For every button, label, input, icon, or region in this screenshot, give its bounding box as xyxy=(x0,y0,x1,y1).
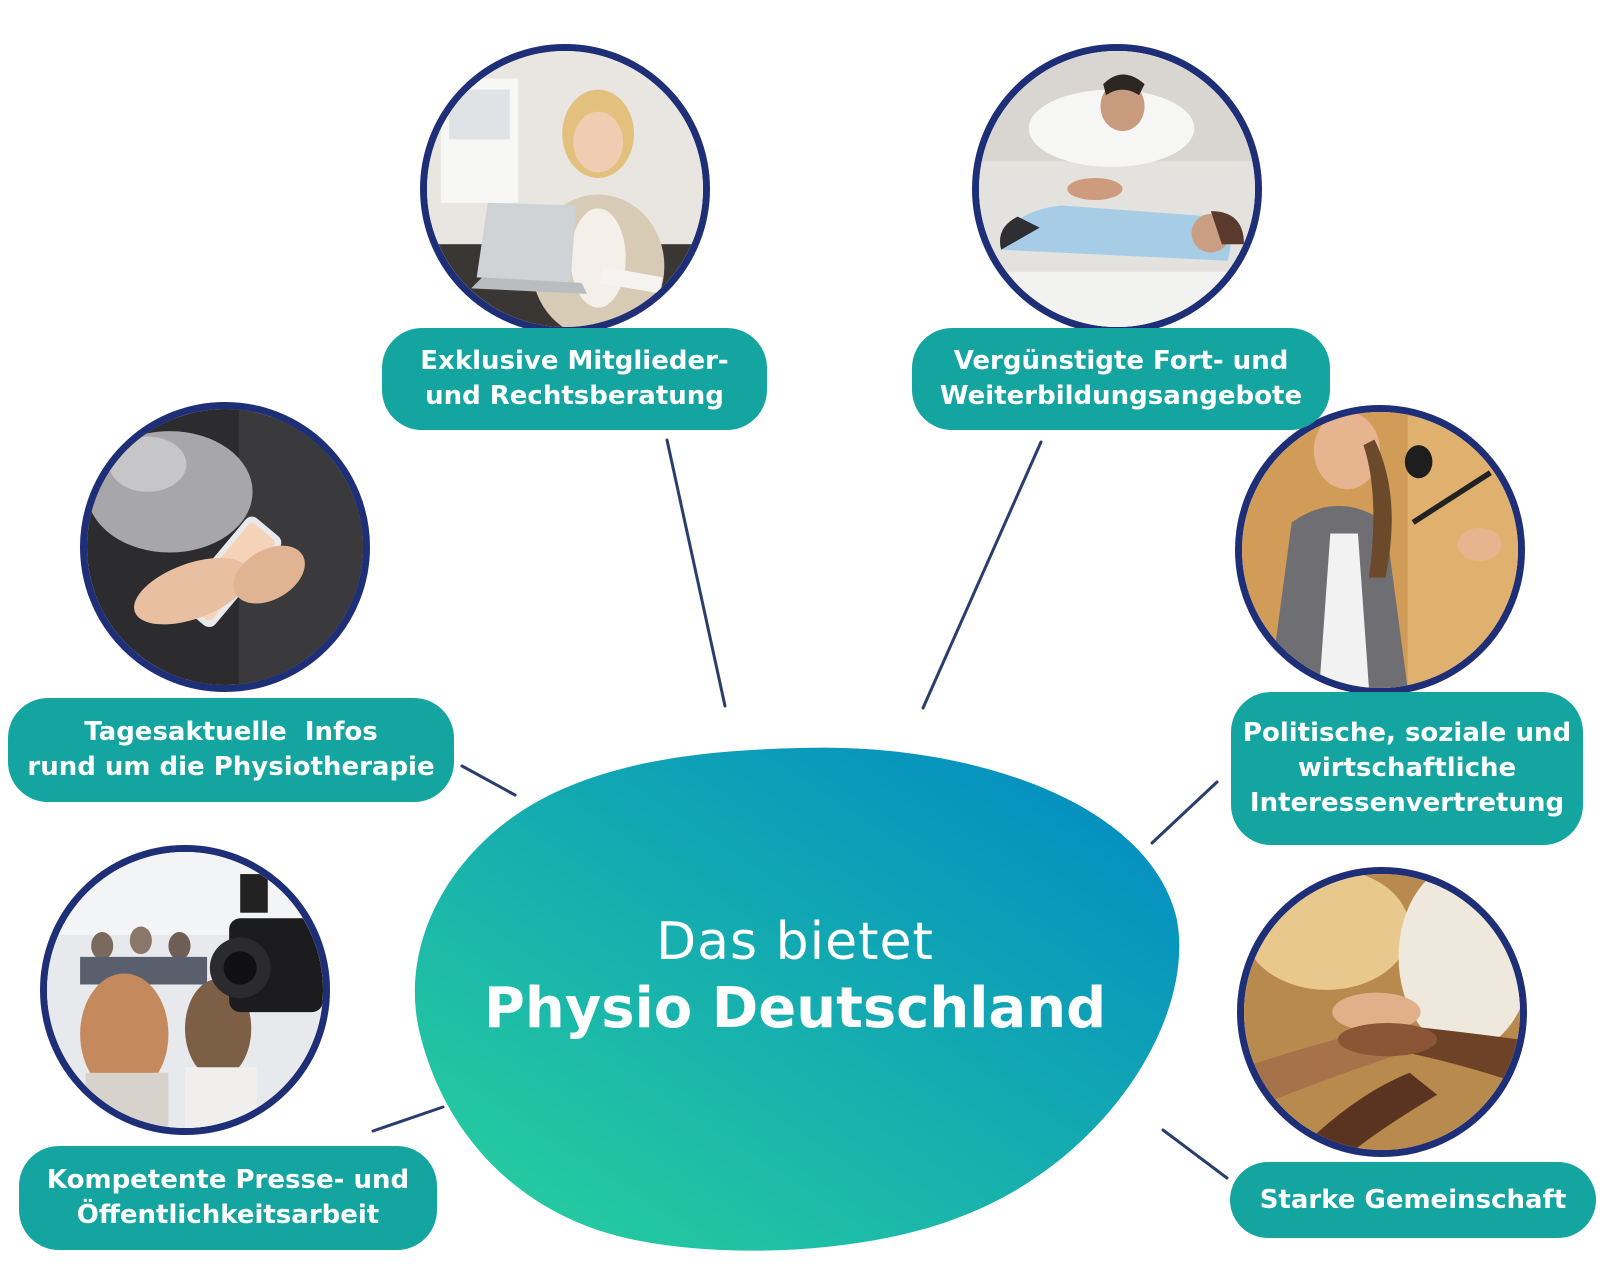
woman-on-phone-at-laptop-photo xyxy=(420,44,710,334)
feature-pill-interessenvertretung: Politische, soziale und wirtschaftliche … xyxy=(1231,692,1583,845)
hands-holding-smartphone-photo xyxy=(80,402,370,692)
feature-pill-infos: Tagesaktuelle Infos rund um die Physioth… xyxy=(8,698,454,802)
feature-label-line: Kompetente Presse- und xyxy=(46,1165,410,1195)
center-title: Das bietet Physio Deutschland xyxy=(405,910,1185,1044)
feature-label-line: Exklusive Mitglieder- xyxy=(420,346,729,376)
feature-label-line: Interessenvertretung xyxy=(1249,788,1565,818)
connector-gemeinschaft xyxy=(1161,1128,1229,1180)
feature-pill-gemeinschaft: Starke Gemeinschaft xyxy=(1230,1162,1596,1238)
physiotherapist-treating-patient-photo xyxy=(972,44,1262,334)
feature-label-line: Vergünstigte Fort- und xyxy=(953,346,1289,376)
connector-fortbildung xyxy=(921,440,1043,710)
feature-label-line: wirtschaftliche xyxy=(1297,753,1517,783)
feature-label-line: Politische, soziale und xyxy=(1242,718,1572,748)
feature-label-line: Tagesaktuelle Infos xyxy=(84,717,378,747)
connector-interessenvertretung xyxy=(1150,780,1219,845)
stacked-hands-photo xyxy=(1237,867,1527,1157)
connector-infos xyxy=(460,764,517,797)
feature-pill-fortbildung: Vergünstigte Fort- und Weiterbildungsang… xyxy=(912,328,1330,430)
feature-label-line: Weiterbildungsangebote xyxy=(939,381,1303,411)
feature-label-line: Starke Gemeinschaft xyxy=(1259,1184,1567,1215)
connector-rechtsberatung xyxy=(665,438,727,708)
feature-label-line: Öffentlichkeitsarbeit xyxy=(76,1200,380,1230)
feature-label-line: rund um die Physiotherapie xyxy=(27,752,435,782)
connector-presse xyxy=(371,1105,445,1133)
press-conference-camera-photo xyxy=(40,845,330,1135)
feature-pill-rechtsberatung: Exklusive Mitglieder- und Rechtsberatung xyxy=(382,328,767,430)
woman-speaking-at-microphone-photo xyxy=(1235,405,1525,695)
feature-pill-presse: Kompetente Presse- und Öffentlichkeitsar… xyxy=(19,1146,437,1250)
center-title-line1: Das bietet xyxy=(656,912,934,972)
feature-label-line: und Rechtsberatung xyxy=(425,381,724,411)
center-title-line2: Physio Deutschland xyxy=(483,976,1107,1041)
center-blob xyxy=(414,747,1180,1251)
